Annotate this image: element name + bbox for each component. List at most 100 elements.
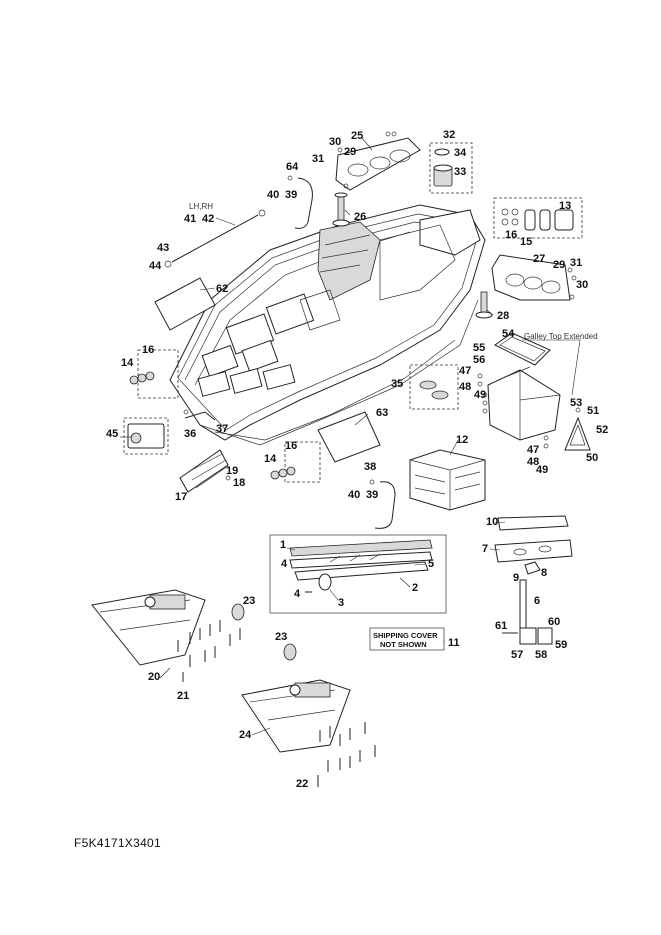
callout-31a: 31 [312, 153, 324, 165]
callout-59: 59 [555, 639, 567, 651]
trim-tab-20 [91, 589, 206, 666]
cooler-12 [409, 449, 486, 511]
fastener-kit-14b [270, 441, 321, 483]
callout-52: 52 [596, 424, 608, 436]
boat-hull-illustration [169, 204, 486, 446]
panel-10 [497, 515, 569, 531]
callout-42: 42 [202, 213, 214, 225]
callout-32: 32 [443, 129, 455, 141]
callout-60: 60 [548, 616, 560, 628]
switch-plate-45 [123, 417, 169, 455]
callout-15: 15 [520, 236, 532, 248]
callout-14b: 14 [264, 453, 277, 465]
callout-19: 19 [226, 465, 238, 477]
callout-34: 34 [454, 147, 467, 159]
callout-8: 8 [541, 567, 547, 579]
callout-7: 7 [482, 543, 488, 555]
shipping-cover-note [369, 627, 445, 651]
cleat-kit-35 [409, 364, 459, 410]
callout-51: 51 [587, 405, 599, 417]
note-galley-top: Galley Top Extended [524, 332, 598, 341]
callout-40b: 40 [348, 489, 360, 501]
trim-tab-24 [241, 679, 351, 753]
callout-49b: 49 [536, 464, 548, 476]
fastener-markers [225, 373, 549, 481]
callout-11: 11 [448, 637, 460, 649]
bushing-23b [283, 643, 297, 661]
callout-5: 5 [428, 558, 434, 570]
tie-rod-41 [164, 209, 266, 268]
callout-13: 13 [559, 200, 571, 212]
grab-rail-38 [369, 479, 396, 529]
callout-4a: 4 [281, 558, 288, 570]
note-shipping-cover-1: SHIPPING COVER [373, 631, 438, 640]
callout-48a: 48 [459, 381, 471, 393]
cover-panel-63 [317, 411, 381, 463]
callout-48b: 48 [527, 456, 539, 468]
bracket-50 [564, 407, 591, 451]
callout-9: 9 [513, 572, 519, 584]
callout-35: 35 [391, 378, 403, 390]
table-pedestal-26 [332, 192, 350, 227]
callout-54: 54 [502, 328, 515, 340]
callout-62: 62 [216, 283, 228, 295]
callout-29b: 29 [553, 259, 565, 271]
callout-2: 2 [412, 582, 418, 594]
latch-8 [524, 561, 541, 575]
callout-47b: 47 [527, 444, 539, 456]
callout-27: 27 [533, 253, 545, 265]
callout-26: 26 [354, 211, 366, 223]
callout-31b: 31 [570, 257, 582, 269]
callout-24: 24 [239, 729, 252, 741]
callout-43: 43 [157, 242, 169, 254]
callout-57: 57 [511, 649, 523, 661]
callout-55: 55 [473, 342, 485, 354]
bushing-23a [231, 603, 245, 621]
cover-panel-62 [154, 277, 216, 331]
callout-23b: 23 [275, 631, 287, 643]
callout-37: 37 [216, 423, 228, 435]
callout-4b: 4 [294, 588, 301, 600]
bolts-21 [177, 620, 241, 682]
cupholder-tray-top [335, 131, 421, 191]
callout-14a: 14 [121, 357, 134, 369]
callout-58: 58 [535, 649, 547, 661]
bracket-17 [179, 449, 229, 493]
fastener-kit-14a [129, 349, 179, 399]
cupholder-tray-27 [491, 254, 577, 301]
callout-39b: 39 [366, 489, 378, 501]
panel-7 [494, 539, 573, 563]
callout-30b: 30 [576, 279, 588, 291]
callout-16c: 16 [285, 440, 297, 452]
callout-61: 61 [495, 620, 507, 632]
grab-rail-64 [287, 175, 313, 229]
pole-6 [519, 579, 527, 633]
trim-strip-kit-1 [269, 534, 447, 614]
hardware-kit-13 [493, 197, 583, 239]
callout-47a: 47 [459, 365, 471, 377]
callout-40a: 40 [267, 189, 279, 201]
callout-20: 20 [148, 671, 160, 683]
note-shipping-cover-2: NOT SHOWN [380, 640, 427, 649]
callout-53: 53 [570, 397, 582, 409]
callout-12: 12 [456, 434, 468, 446]
cup-holder-kit-32 [429, 142, 473, 194]
callout-44: 44 [149, 260, 162, 272]
callout-33: 33 [454, 166, 466, 178]
callout-1: 1 [280, 539, 286, 551]
bolts-22 [317, 722, 376, 787]
note-lh-rh: LH,RH [189, 202, 213, 211]
callout-49a: 49 [474, 389, 486, 401]
galley-top-54 [494, 332, 581, 396]
callout-18: 18 [233, 477, 245, 489]
callout-30a: 30 [329, 136, 341, 148]
callout-45: 45 [106, 428, 118, 440]
callout-16a: 16 [505, 229, 517, 241]
callout-38: 38 [364, 461, 376, 473]
callout-64: 64 [286, 161, 299, 173]
callout-50: 50 [586, 452, 598, 464]
callout-28: 28 [497, 310, 509, 322]
callout-36: 36 [184, 428, 196, 440]
callout-29a: 29 [344, 146, 356, 158]
callout-25: 25 [351, 130, 363, 142]
